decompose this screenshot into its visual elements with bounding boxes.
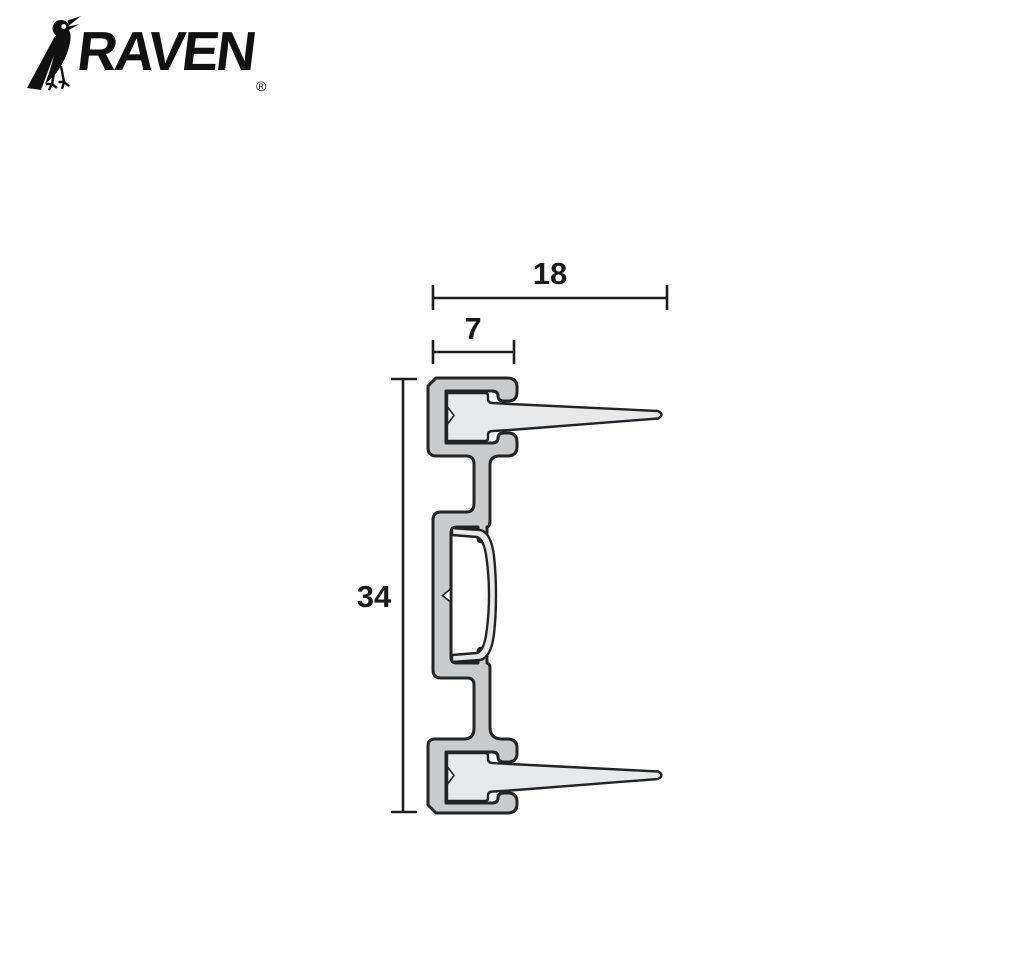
dim-ticks-7: [431, 340, 516, 364]
top-seal-notch: [446, 404, 456, 427]
bird-body: [45, 27, 71, 84]
dimension-channel-width: 7: [431, 311, 516, 364]
bottom-fin-seal: [445, 751, 663, 803]
bird-head: [52, 20, 70, 37]
registered-trademark-symbol: ®: [255, 78, 267, 94]
dim-ticks-18: [431, 285, 669, 310]
raven-bird-icon: [27, 16, 81, 91]
dim-ticks-34: [391, 377, 417, 814]
brand-logo: RAVEN ®: [24, 12, 266, 102]
dim-label-34: 34: [357, 579, 392, 614]
bird-beak-lower: [68, 24, 80, 31]
dim-label-7: 7: [464, 311, 481, 346]
dim-label-18: 18: [533, 256, 567, 291]
dimension-overall-height: 34: [357, 377, 417, 814]
brand-wordmark-group: RAVEN ®: [74, 12, 266, 94]
wall-notch: [441, 587, 452, 604]
flex-insert: [450, 526, 498, 664]
bird-legs: [46, 65, 70, 91]
dimension-overall-width: 18: [431, 256, 669, 310]
bottom-seal-notch: [446, 764, 456, 787]
top-fin-seal: [445, 391, 663, 443]
bird-perch-slash: [27, 31, 63, 90]
bird-beak-upper: [67, 16, 81, 26]
bird-eye: [61, 24, 67, 29]
